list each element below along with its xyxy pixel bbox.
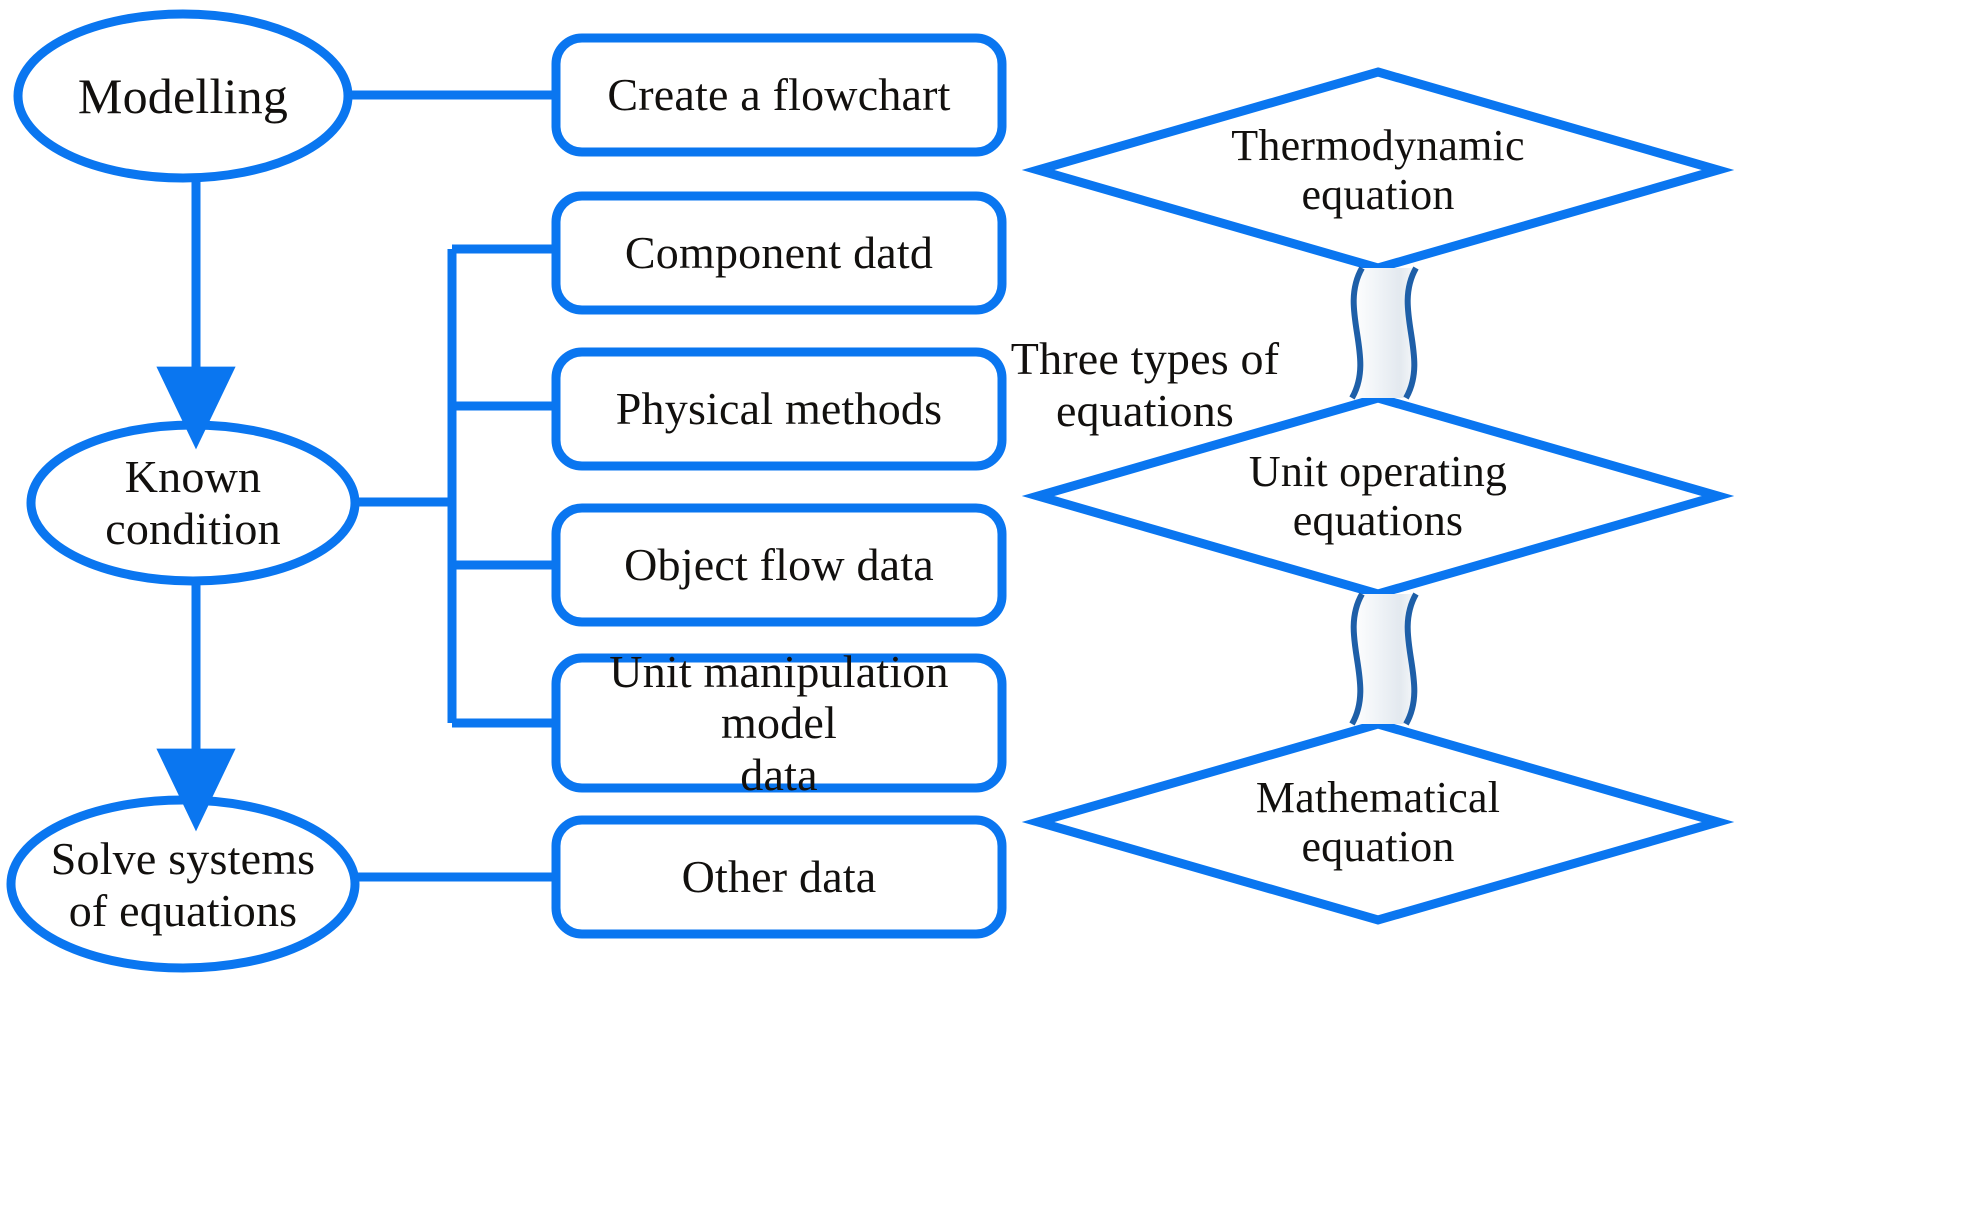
node-object-flow-data-shape[interactable] [551,503,1007,627]
node-solve-systems-shape[interactable] [6,795,360,973]
connector-unitop-to-math [1349,592,1419,726]
node-create-a-flowchart-shape[interactable] [551,33,1007,157]
node-thermodynamic-equation-shape[interactable] [1021,67,1735,273]
node-known-condition-shape[interactable] [26,420,360,586]
node-modelling-shape[interactable] [13,9,353,183]
connector-thermo-to-unitop [1349,266,1419,400]
node-other-data-shape[interactable] [551,815,1007,939]
node-mathematical-equation-shape[interactable] [1021,719,1735,925]
node-component-datd-shape[interactable] [551,191,1007,315]
node-physical-methods-shape[interactable] [551,347,1007,471]
node-unit-operating-equations-shape[interactable] [1021,393,1735,599]
node-unit-manipulation-model-data-shape[interactable] [551,653,1007,793]
